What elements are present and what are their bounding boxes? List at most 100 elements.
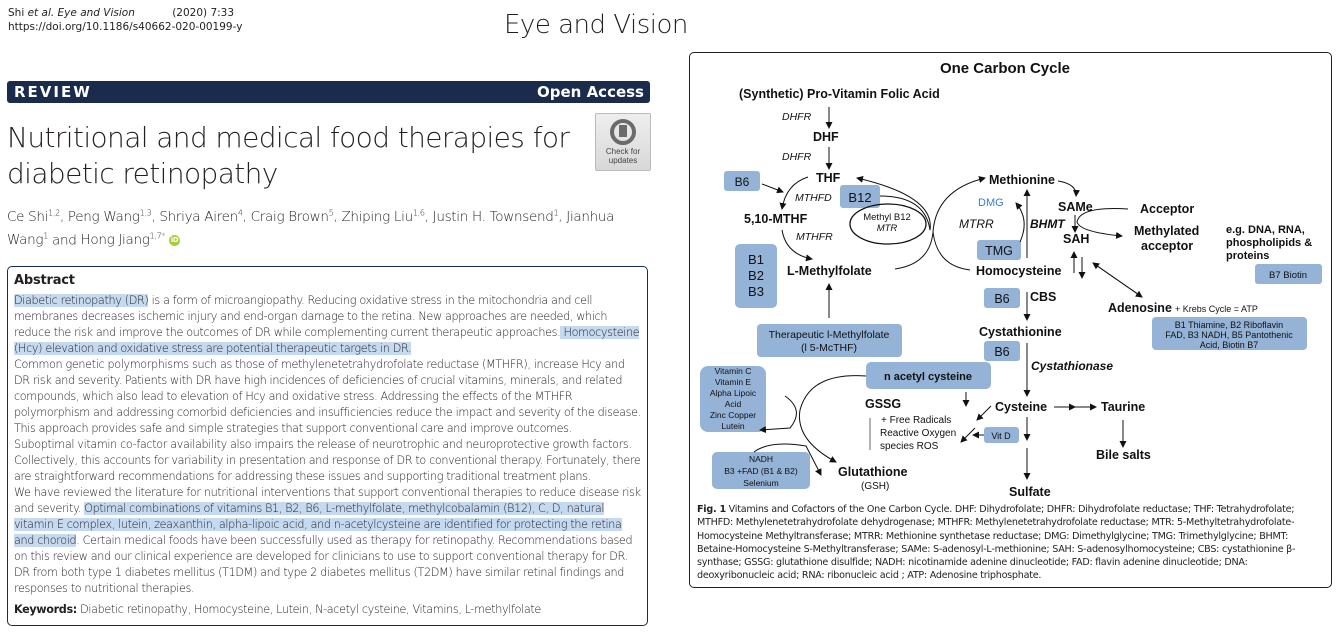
methyl-b12-cycle <box>849 203 927 245</box>
figure-box <box>689 52 1332 588</box>
node-same: SAMe <box>1058 200 1093 214</box>
node-bile-salts: Bile salts <box>1096 448 1151 462</box>
arrow <box>779 176 809 210</box>
abstract-paragraph: Common genetic polymorphisms such as tho… <box>14 358 641 435</box>
node-sulfate: Sulfate <box>1009 485 1051 499</box>
arrow <box>856 175 931 231</box>
citation-authors: Shi <box>8 7 25 19</box>
node-glutathione: Glutathione <box>838 465 907 479</box>
arrow <box>761 183 784 194</box>
doi-link[interactable]: https://doi.org/10.1186/s40662-020-00199… <box>8 21 243 33</box>
diagram-label: B6 <box>994 345 1009 359</box>
node-taurine: Taurine <box>1101 400 1145 414</box>
keywords-list: Diabetic retinopathy, Homocysteine, Lute… <box>76 603 541 616</box>
label-ros: species ROS <box>880 441 939 452</box>
node-thf: THF <box>816 171 841 185</box>
node-5-10-mthf: 5,10-MTHF <box>744 212 808 226</box>
arrow <box>1057 180 1080 197</box>
author[interactable]: Shriya Airen4 <box>159 208 243 225</box>
open-access-label: Open Access <box>537 83 644 101</box>
author[interactable]: Peng Wang1,3 <box>67 208 152 225</box>
box-n-acetyl-cysteine <box>866 362 991 389</box>
abstract-paragraph: DR from both type 1 diabetes mellitus (T… <box>14 566 625 595</box>
arrow <box>976 405 992 421</box>
diagram-label: Lutein <box>721 421 744 431</box>
check-for-updates-button[interactable]: Check for updates <box>595 113 651 171</box>
node-homocysteine: Homocysteine <box>976 264 1061 278</box>
box-nadh <box>712 452 810 489</box>
label-ros: + Free Radicals <box>881 415 951 426</box>
box-b6 <box>984 288 1020 308</box>
diagram-label: Zinc Copper <box>710 410 756 420</box>
box-tmg <box>977 240 1021 260</box>
enzyme-bhmt: BHMT <box>1030 217 1066 231</box>
node-dhf: DHF <box>813 130 839 144</box>
figure-title: One Carbon Cycle <box>940 60 1070 77</box>
node-adenosine: Adenosine <box>1108 301 1172 315</box>
citation-etal: et al. <box>27 7 55 19</box>
label-gsh: (GSH) <box>861 481 889 492</box>
figure-caption: Fig. 1 Vitamins and Cofactors of the One… <box>697 503 1327 583</box>
bookmark-icon <box>610 119 636 145</box>
label-krebs: + Krebs Cycle = ATP <box>1175 304 1258 314</box>
diagram-label: Acid, Biotin B7 <box>1200 340 1259 350</box>
node-sah: SAH <box>1063 232 1089 246</box>
author[interactable]: Hong Jiang1,7* <box>80 231 166 249</box>
diagram-label: FAD, B3 NADH, B5 Pantothenic <box>1165 330 1293 340</box>
diagram-label: TMG <box>985 244 1013 258</box>
author[interactable]: Justin H. Townsend1 <box>432 208 559 225</box>
label-methyl-b12: Methyl B12 <box>863 212 911 223</box>
enzyme-cbs: CBS <box>1030 290 1056 304</box>
author[interactable]: Jianhua Wang1 <box>7 208 615 249</box>
arrow <box>781 229 813 262</box>
author[interactable]: Craig Brown5 <box>250 208 334 225</box>
author[interactable]: Ce Shi1,2 <box>7 208 60 225</box>
diagram-label: B6 <box>994 292 1009 306</box>
diagram-label: n acetyl cysteine <box>884 371 972 383</box>
article-title: Nutritional and medical food therapies f… <box>7 121 570 190</box>
diagram-label: Alpha Lipoic <box>710 388 757 398</box>
diagram-label: B3 <box>748 284 764 299</box>
caption-text: Vitamins and Cofactors of the One Carbon… <box>697 504 1296 582</box>
enzyme-dhfr: DHFR <box>782 151 812 163</box>
arrow <box>894 176 986 270</box>
arrow <box>1015 202 1025 243</box>
enzyme-mtrr: MTRR <box>959 217 994 231</box>
connector <box>1076 208 1129 239</box>
figure-label: Fig. 1 <box>697 504 726 515</box>
label-ros: Reactive Oxygen <box>880 428 956 439</box>
article-type-banner: REVIEW Open Access <box>7 81 650 103</box>
keywords-label: Keywords: <box>14 603 77 616</box>
author[interactable]: Zhiping Liu1,6 <box>341 208 425 225</box>
enzyme-mtr: MTR <box>877 223 898 234</box>
keywords: Keywords: Diabetic retinopathy, Homocyst… <box>14 602 641 618</box>
box-b12 <box>840 185 880 208</box>
arrow <box>759 395 797 434</box>
diagram-label: Selenium <box>743 478 778 488</box>
box-b6 <box>724 171 760 191</box>
node-methylated-acceptor: Methylated <box>1134 224 1199 238</box>
node-gssg: GSSG <box>865 397 901 411</box>
diagram-label: Therapeutic l-Methylfolate <box>769 329 890 341</box>
label-examples: proteins <box>1226 250 1269 262</box>
abstract-paragraph: We have reviewed the literature for nutr… <box>14 486 641 563</box>
diagram-label: Vitamin C <box>715 366 752 376</box>
orcid-icon[interactable]: iD <box>169 234 181 246</box>
check-for-updates-label: Check for updates <box>605 147 641 165</box>
enzyme-mthfr: MTHFR <box>796 231 833 243</box>
box-vit-d <box>984 427 1019 443</box>
arrow <box>798 375 867 463</box>
and-word: and <box>52 232 77 248</box>
diagram-label: B1 Thiamine, B2 Riboflavin <box>1175 320 1283 330</box>
highlighted-text: Diabetic retinopathy (DR) <box>14 294 149 307</box>
box-b7-biotin <box>1255 264 1322 284</box>
label-examples: e.g. DNA, RNA, <box>1226 224 1305 236</box>
diagram-label: B2 <box>748 268 764 283</box>
enzyme-cystathionase: Cystathionase <box>1031 359 1113 373</box>
diagram-label: B7 Biotin <box>1269 270 1307 281</box>
node-cysteine: Cysteine <box>995 400 1047 414</box>
citation-journal: Eye and Vision <box>57 7 135 19</box>
arrow <box>753 443 822 476</box>
node-cystathionine: Cystathionine <box>979 325 1062 339</box>
